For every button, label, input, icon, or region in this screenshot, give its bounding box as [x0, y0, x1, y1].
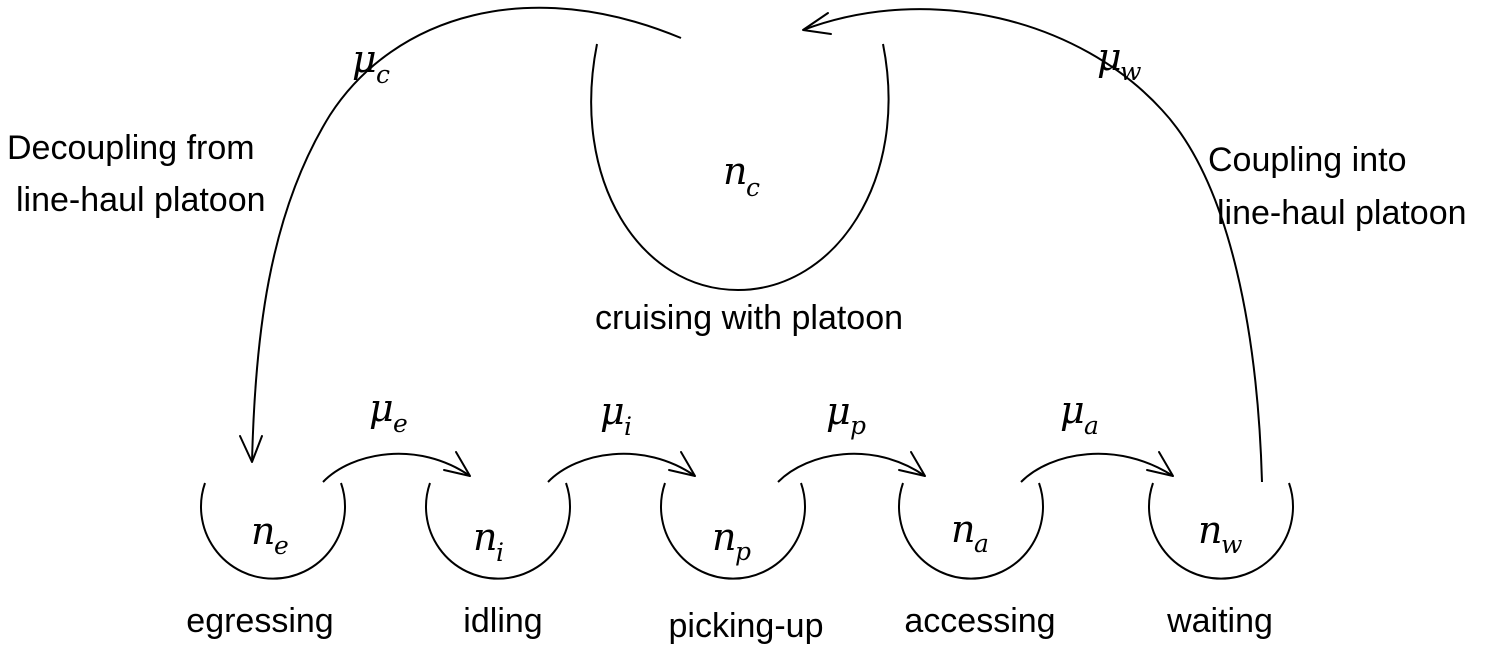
idling-node-subscript: i: [496, 538, 504, 567]
accessing-node-arc: [898, 482, 1044, 580]
edge-coupling: μ w Coupling into line-haul platoon: [802, 8, 1467, 483]
rate-mu-i-subscript: i: [624, 412, 632, 441]
accessing-state-label: accessing: [904, 602, 1055, 640]
waiting-node-subscript: w: [1221, 530, 1242, 559]
state-node-picking-up: n p picking-up: [660, 482, 824, 645]
state-node-waiting: n w waiting: [1148, 482, 1294, 640]
cruising-state-label: cruising with platoon: [595, 299, 903, 337]
state-node-accessing: n a accessing: [898, 482, 1056, 640]
rate-label-mu-w: μ w: [1097, 35, 1141, 86]
rate-mu-w-symbol: μ: [1097, 35, 1122, 79]
edge-i-to-p-arrowhead: [668, 451, 696, 477]
edge-a-to-w-curve: [1020, 452, 1174, 483]
state-node-cruising: n c cruising with platoon: [590, 43, 903, 337]
edge-accessing-to-waiting: μ a: [1020, 388, 1174, 483]
picking-up-state-label: picking-up: [669, 607, 824, 645]
waiting-node-symbol: n: [1198, 508, 1222, 552]
edge-idling-to-picking-up: μ i: [547, 389, 696, 483]
egressing-state-label: egressing: [186, 602, 333, 640]
edge-a-to-w-arrowhead: [1146, 451, 1174, 477]
waiting-node-arc: [1148, 482, 1294, 580]
state-node-egressing: n e egressing: [186, 482, 346, 640]
rate-mu-p-symbol: μ: [826, 389, 851, 433]
decoupling-arrowhead: [239, 435, 263, 463]
cruising-node-arc: [590, 43, 890, 292]
rate-label-mu-e: μ e: [369, 386, 408, 438]
state-node-idling: n i idling: [425, 482, 571, 640]
accessing-node-symbol: n: [951, 507, 975, 551]
edge-decoupling: μ c Decoupling from line-haul platoon: [7, 6, 682, 463]
rate-mu-a-symbol: μ: [1060, 388, 1085, 432]
edge-e-to-i-curve: [322, 452, 471, 483]
picking-up-node-subscript: p: [735, 537, 751, 566]
rate-label-mu-i: μ i: [600, 389, 632, 441]
rate-mu-c-symbol: μ: [352, 37, 377, 81]
egressing-node-subscript: e: [274, 531, 289, 560]
coupling-label-line2: line-haul platoon: [1217, 194, 1467, 232]
accessing-node-subscript: a: [974, 529, 989, 558]
decoupling-label-line1: Decoupling from: [7, 129, 255, 167]
rate-mu-w-subscript: w: [1120, 57, 1141, 86]
edge-egressing-to-idling: μ e: [322, 386, 471, 483]
edge-picking-up-to-accessing: μ p: [777, 389, 926, 483]
egressing-node-arc: [200, 482, 346, 580]
rate-mu-a-subscript: a: [1084, 411, 1099, 440]
idling-state-label: idling: [463, 602, 542, 640]
rate-mu-i-symbol: μ: [600, 389, 625, 433]
coupling-arrowhead: [802, 12, 832, 35]
rate-mu-c-subscript: c: [376, 60, 390, 89]
rate-mu-e-subscript: e: [393, 409, 408, 438]
rate-label-mu-c: μ c: [352, 37, 390, 89]
waiting-state-label: waiting: [1166, 602, 1273, 640]
egressing-node-symbol: n: [251, 509, 275, 553]
cruising-node-symbol: n: [723, 149, 747, 193]
decoupling-edge-curve: [251, 6, 682, 463]
idling-node-symbol: n: [473, 515, 497, 559]
picking-up-node-arc: [660, 482, 806, 580]
picking-up-node-symbol: n: [712, 515, 736, 559]
coupling-label-line1: Coupling into: [1208, 141, 1406, 179]
edge-p-to-a-arrowhead: [898, 451, 926, 477]
edge-i-to-p-curve: [547, 452, 696, 483]
rate-mu-p-subscript: p: [850, 411, 866, 440]
rate-mu-e-symbol: μ: [369, 386, 394, 430]
decoupling-label-line2: line-haul platoon: [16, 181, 266, 219]
edge-e-to-i-arrowhead: [443, 451, 471, 477]
cruising-node-subscript: c: [746, 173, 760, 202]
rate-label-mu-p: μ p: [826, 389, 866, 440]
edge-p-to-a-curve: [777, 452, 926, 483]
coupling-edge-curve: [802, 8, 1263, 483]
rate-label-mu-a: μ a: [1060, 388, 1099, 440]
idling-node-arc: [425, 482, 571, 580]
